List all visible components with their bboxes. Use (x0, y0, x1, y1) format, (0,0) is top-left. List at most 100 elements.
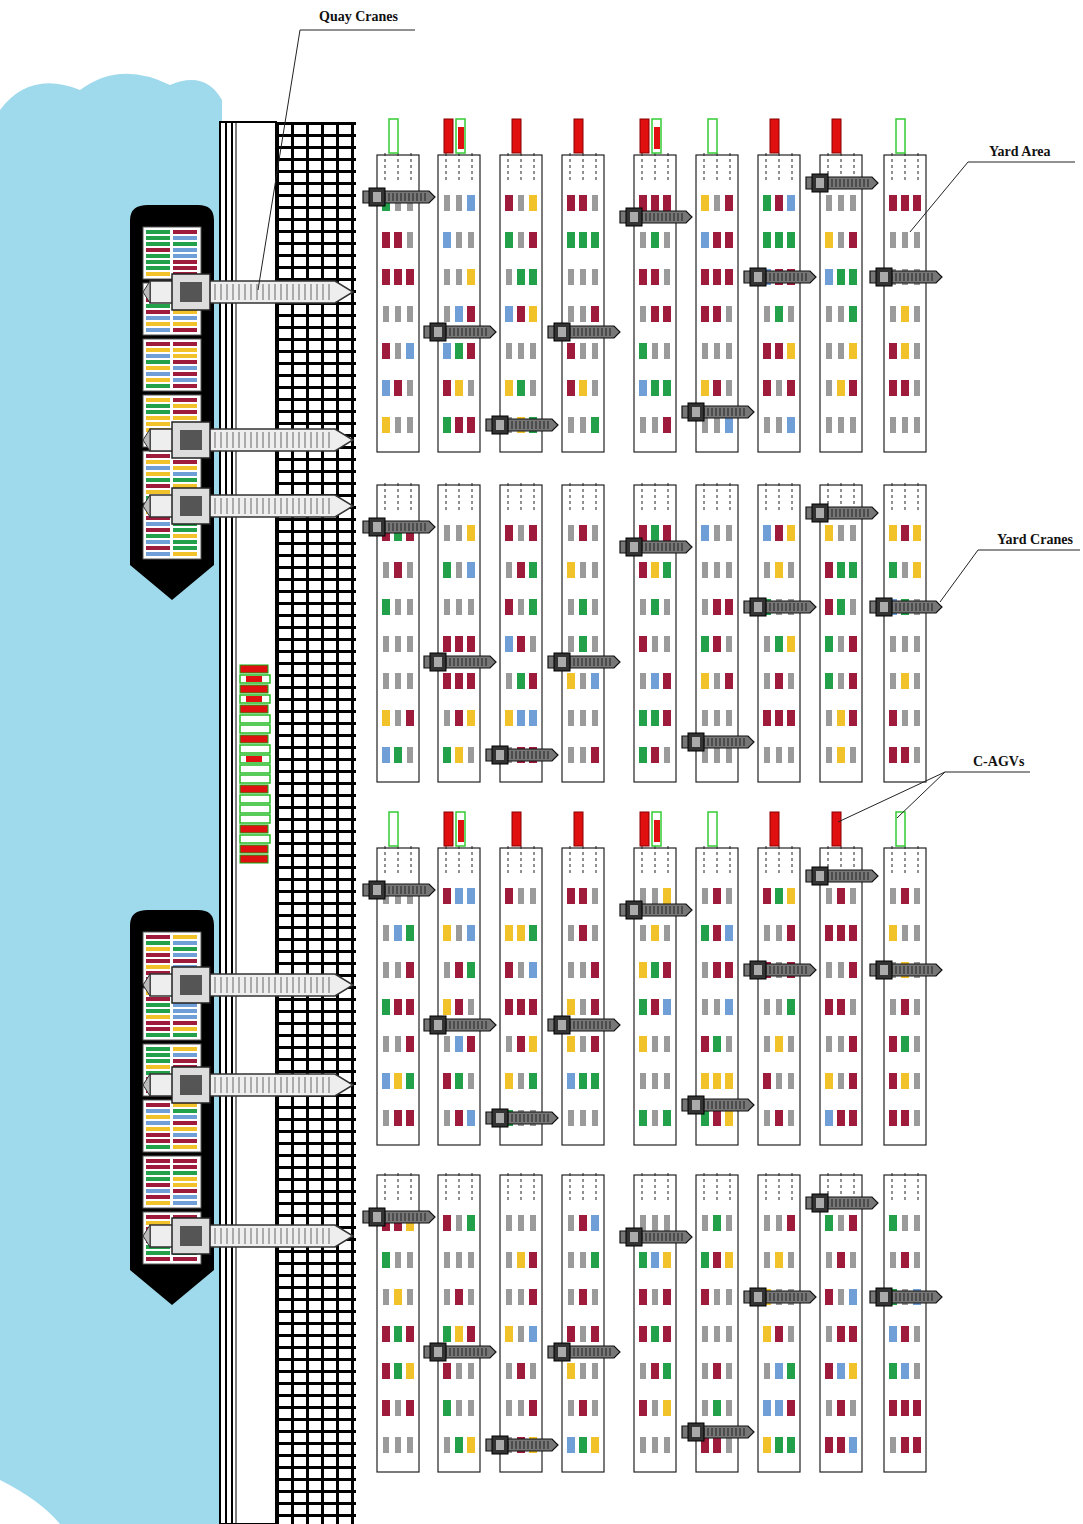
gantry-truss (782, 966, 783, 974)
yard-container (663, 710, 671, 726)
yard-container (455, 673, 463, 689)
crane-trolley (172, 1067, 210, 1103)
yard-container (914, 417, 920, 433)
boom-truss (323, 284, 324, 300)
yard-container (579, 636, 587, 652)
yard-crane-gantry (870, 964, 942, 976)
yard-container (914, 1110, 920, 1126)
yard-container (443, 380, 451, 396)
yard-container (382, 1326, 390, 1342)
yard-container (890, 1252, 896, 1268)
boom-truss (329, 284, 330, 300)
yard-container (826, 962, 832, 978)
gantry-truss (920, 1293, 921, 1301)
ship-container (173, 1015, 197, 1019)
callout-label: Yard Cranes (996, 532, 1074, 547)
yard-container (825, 925, 833, 941)
gantry-truss (900, 966, 901, 974)
yard-container (518, 1073, 524, 1089)
gantry-truss (774, 1293, 775, 1301)
yard-container (395, 599, 401, 615)
yard-container (664, 1437, 670, 1453)
gantry-truss (728, 408, 729, 416)
yard-container (825, 232, 833, 248)
leader-line (838, 772, 945, 822)
gantry-truss (401, 886, 402, 894)
yard-container (382, 1363, 390, 1379)
gantry-truss (900, 1293, 901, 1301)
yard-container (394, 999, 402, 1015)
yard-container (395, 1036, 401, 1052)
block-outline (634, 485, 676, 782)
yard-crane (548, 1016, 620, 1034)
gantry-trolley (812, 1194, 828, 1212)
yard-container (702, 343, 708, 359)
yard-container (639, 1400, 647, 1416)
block-outline (884, 485, 926, 782)
gantry-truss (802, 1293, 803, 1301)
yard-container (394, 1363, 402, 1379)
yard-block (438, 153, 480, 452)
yard-container (826, 1326, 832, 1342)
ship-container (146, 941, 170, 945)
yard-container (639, 710, 647, 726)
yard-container (664, 343, 670, 359)
ship-container (173, 266, 197, 270)
ship-container (173, 466, 197, 470)
boom-truss (233, 498, 234, 514)
yard-container (775, 1326, 783, 1342)
yard-container (467, 525, 475, 541)
yard-container (383, 562, 389, 578)
yard-container (517, 269, 525, 285)
yard-container (787, 1363, 795, 1379)
yard-container (914, 1215, 920, 1231)
gantry-truss (712, 1101, 713, 1109)
yard-container (651, 306, 659, 322)
boom-truss (221, 432, 222, 448)
yard-crane (548, 653, 620, 671)
yard-container (787, 525, 795, 541)
yard-container (837, 1400, 845, 1416)
gantry-truss (806, 273, 807, 281)
gantry-cabin (816, 1198, 824, 1208)
gantry-truss (712, 738, 713, 746)
gantry-truss (716, 738, 717, 746)
boom-truss (239, 432, 240, 448)
yard-container (567, 1437, 575, 1453)
yard-container (382, 1400, 390, 1416)
yard-container (651, 747, 659, 763)
yard-container (713, 888, 721, 904)
ship-container (173, 1201, 197, 1205)
yard-container (592, 343, 598, 359)
gantry-truss (740, 408, 741, 416)
crane-boom (150, 495, 353, 517)
boom-truss (251, 432, 252, 448)
yard-container (664, 232, 670, 248)
yard-container (651, 1252, 659, 1268)
yard-container (444, 1437, 450, 1453)
yard-container (580, 962, 586, 978)
yard-container (764, 306, 770, 322)
ship-container (146, 1103, 170, 1107)
ship-container (146, 953, 170, 957)
agv-empty (389, 812, 398, 846)
gantry-truss (932, 603, 933, 611)
yard-block (562, 153, 604, 452)
ship-container (173, 260, 197, 264)
yard-container (775, 673, 783, 689)
yard-container (901, 1363, 909, 1379)
ship-container (173, 1189, 197, 1193)
crane-trolley (172, 1218, 210, 1254)
yard-container (395, 1437, 401, 1453)
yard-container (849, 1363, 857, 1379)
agv-empty (240, 725, 270, 733)
yard-container (592, 888, 598, 904)
yard-crane-gantry (424, 1019, 496, 1031)
gantry-truss (516, 421, 517, 429)
yard-container (889, 710, 897, 726)
yard-container (468, 1073, 474, 1089)
boom-truss (299, 1077, 300, 1093)
yard-block (758, 483, 800, 782)
yard-container (517, 1036, 525, 1052)
block-lane (398, 483, 399, 513)
